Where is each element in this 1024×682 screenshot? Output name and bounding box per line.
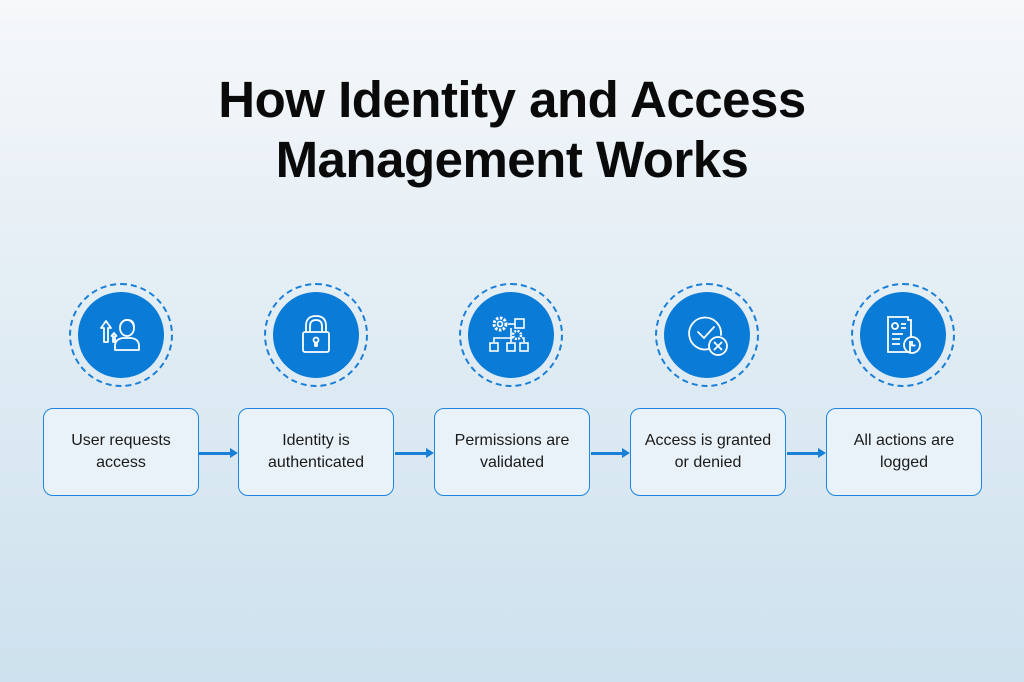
step-4-box: Access is granted or denied bbox=[630, 408, 786, 496]
step-4-label-line-1: Access is granted bbox=[644, 432, 772, 449]
log-clock-icon bbox=[887, 316, 921, 354]
arrow-3-to-4 bbox=[591, 448, 630, 458]
step-3-box: Permissions are validated bbox=[434, 408, 590, 496]
step-5-label-line-1: All actions are bbox=[853, 432, 955, 449]
user-request-icon bbox=[100, 318, 140, 351]
step-2-label-line-2: authenticated bbox=[267, 454, 365, 471]
title-line-1: How Identity and Access bbox=[218, 71, 806, 128]
title-line-2: Management Works bbox=[275, 131, 749, 188]
page-title: How Identity and Access Management Works bbox=[0, 70, 1024, 190]
lock-icon bbox=[302, 315, 330, 353]
step-1-label-line-1: User requests bbox=[71, 432, 171, 449]
step-5-box: All actions are logged bbox=[826, 408, 982, 496]
step-1-icon-ring bbox=[69, 283, 173, 387]
arrow-1-to-2 bbox=[199, 448, 238, 458]
permissions-hierarchy-icon bbox=[489, 316, 529, 352]
step-4-icon-ring bbox=[655, 283, 759, 387]
step-5-label-line-2: logged bbox=[879, 454, 929, 471]
step-2-label-line-1: Identity is bbox=[282, 432, 350, 449]
step-3-icon-ring bbox=[459, 283, 563, 387]
step-3-label-line-1: Permissions are bbox=[454, 432, 570, 449]
step-5-icon-ring bbox=[851, 283, 955, 387]
step-1-label-line-2: access bbox=[96, 454, 146, 471]
step-2-icon-ring bbox=[264, 283, 368, 387]
check-deny-icon bbox=[688, 316, 728, 356]
step-1-box: User requests access bbox=[43, 408, 199, 496]
step-4-label-line-2: or denied bbox=[674, 454, 742, 471]
arrow-4-to-5 bbox=[787, 448, 826, 458]
arrow-2-to-3 bbox=[395, 448, 434, 458]
step-3-label-line-2: validated bbox=[479, 454, 545, 471]
step-2-box: Identity is authenticated bbox=[238, 408, 394, 496]
